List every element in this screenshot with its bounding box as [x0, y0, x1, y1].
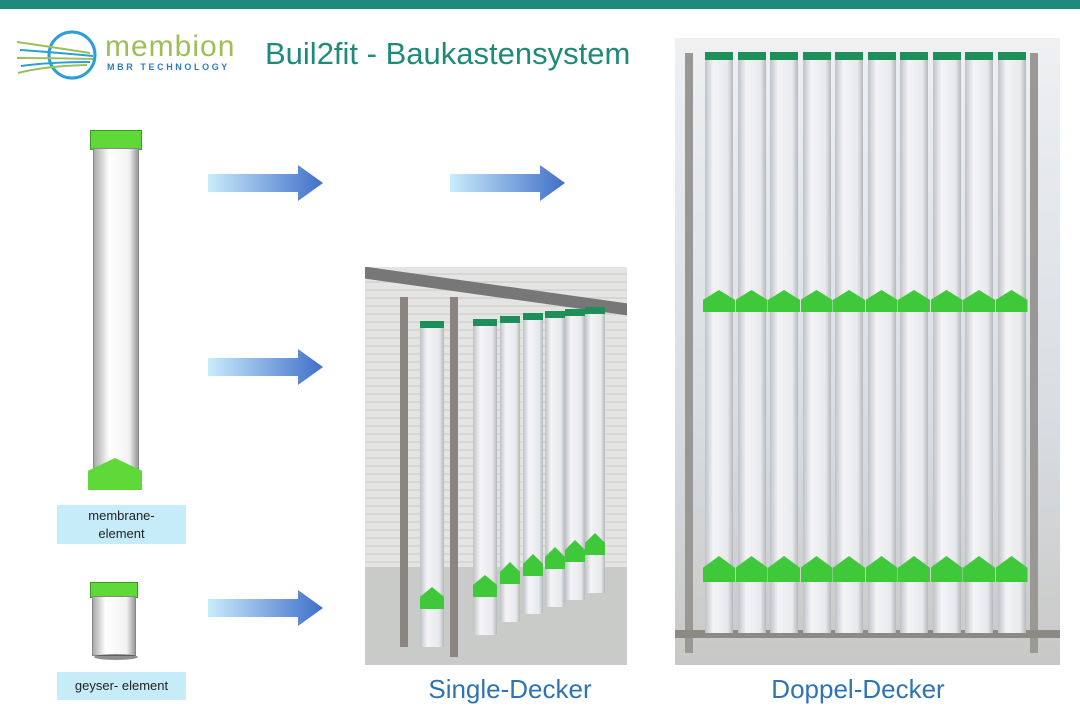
module-clip: [865, 290, 898, 312]
module-top-cap: [565, 309, 585, 316]
module-clip: [768, 290, 800, 312]
module-top-cap: [770, 52, 798, 60]
module-clip: [420, 587, 444, 609]
module-clip: [585, 533, 605, 555]
module-top-cap: [965, 52, 993, 60]
arrow-right-icon: [208, 349, 323, 385]
label-line: element: [98, 526, 145, 541]
top-accent-bar: [0, 0, 1080, 9]
geyser-element-image: [88, 582, 140, 662]
module-top-cap: [585, 307, 605, 314]
module-clip: [735, 290, 768, 312]
module-top-cap: [997, 52, 1026, 60]
module-column: [585, 313, 605, 593]
module-top-cap: [932, 52, 961, 60]
module-top-cap: [802, 52, 831, 60]
label-line: membrane-: [88, 508, 155, 523]
doppel-decker-caption: Doppel-Decker: [771, 674, 945, 704]
module-clip: [545, 547, 565, 569]
module-column: [770, 58, 798, 633]
module-column: [997, 58, 1026, 633]
module-clip: [833, 290, 865, 312]
module-column: [802, 58, 831, 633]
page-title: Buil2fit - Baukastensystem: [265, 36, 631, 71]
module-top-cap: [420, 321, 444, 328]
module-column: [500, 322, 520, 622]
module-clip: [473, 575, 497, 597]
module-top-cap: [737, 52, 766, 60]
module-clip: [523, 554, 543, 576]
geyser-element-label: geyser- element: [57, 672, 186, 700]
module-top-cap: [867, 52, 896, 60]
module-column: [965, 58, 993, 633]
module-top-cap: [900, 52, 928, 60]
module-clip: [995, 290, 1028, 312]
arrow-right-icon: [208, 590, 323, 626]
logo-tagline: MBR TECHNOLOGY: [107, 62, 230, 72]
single-decker-photo: [365, 267, 627, 665]
module-clip: [800, 290, 833, 312]
module-column: [565, 315, 585, 600]
module-top-cap: [523, 313, 543, 320]
module-column: [705, 58, 733, 633]
module-column: [867, 58, 896, 633]
module-top-cap: [835, 52, 863, 60]
module-column: [932, 58, 961, 633]
module-column: [835, 58, 863, 633]
arrow-right-icon: [450, 165, 565, 201]
module-column: [900, 58, 928, 633]
arrow-right-icon: [208, 165, 323, 201]
module-top-cap: [545, 311, 565, 318]
membrane-element-label: membrane- element: [57, 505, 186, 544]
module-clip: [930, 290, 963, 312]
module-clip: [963, 290, 995, 312]
module-clip: [703, 290, 735, 312]
module-clip: [500, 562, 520, 584]
single-decker-caption: Single-Decker: [428, 674, 592, 704]
module-column: [545, 317, 565, 607]
module-top-cap: [500, 316, 520, 323]
module-top-cap: [473, 319, 497, 326]
module-column: [523, 319, 543, 614]
module-clip: [898, 290, 930, 312]
module-clip: [565, 540, 585, 562]
module-column: [737, 58, 766, 633]
module-top-cap: [705, 52, 733, 60]
membrane-element-image: [88, 130, 143, 495]
membion-logo-icon: [15, 28, 105, 82]
logo-wordmark: membion: [105, 30, 236, 63]
doppel-decker-photo: [675, 38, 1060, 665]
